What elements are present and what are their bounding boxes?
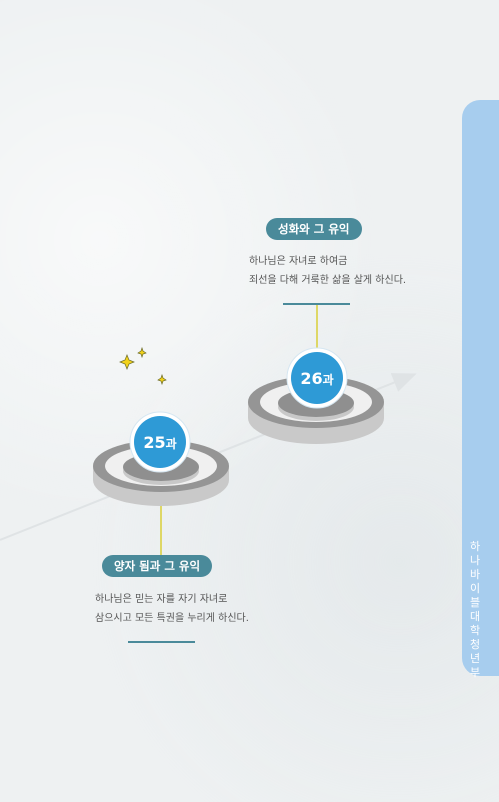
side-tab bbox=[462, 100, 499, 676]
lesson-26-line-2: 죄선을 다해 거룩한 삶을 살게 하신다. bbox=[249, 275, 407, 286]
lesson-26-title: 성화와 그 유익 bbox=[266, 218, 362, 240]
lesson-26-suffix: 과 bbox=[323, 372, 334, 387]
svg-text:26과: 26과 bbox=[300, 369, 333, 388]
lesson-25-line-1: 하나님은 믿는 자를 자기 자녀로 bbox=[95, 594, 228, 605]
lesson-25-suffix: 과 bbox=[166, 436, 177, 451]
svg-text:25과: 25과 bbox=[143, 433, 176, 452]
lesson-25-line-2: 삼으시고 모든 특권을 누리게 하신다. bbox=[95, 613, 249, 624]
lesson-25-badge: 25과 bbox=[129, 411, 191, 473]
lesson-26-number: 26 bbox=[300, 369, 322, 388]
lesson-25-divider bbox=[128, 641, 195, 643]
lesson-25-title: 양자 됨과 그 유익 bbox=[102, 555, 213, 577]
lesson-26-badge: 26과 bbox=[286, 347, 348, 409]
lesson-26-line-1: 하나님은 자녀로 하여금 bbox=[249, 256, 348, 267]
side-tab-label: 하나바이블 대학청년부 bbox=[469, 540, 481, 679]
lesson-25-description: 하나님은 믿는 자를 자기 자녀로 삼으시고 모든 특권을 누리게 하신다. bbox=[95, 590, 249, 628]
lesson-25-number: 25 bbox=[143, 433, 165, 452]
lesson-26-divider bbox=[283, 303, 350, 305]
sparkle-icon bbox=[119, 346, 167, 386]
lesson-26-description: 하나님은 자녀로 하여금 죄선을 다해 거룩한 삶을 살게 하신다. bbox=[249, 252, 406, 290]
